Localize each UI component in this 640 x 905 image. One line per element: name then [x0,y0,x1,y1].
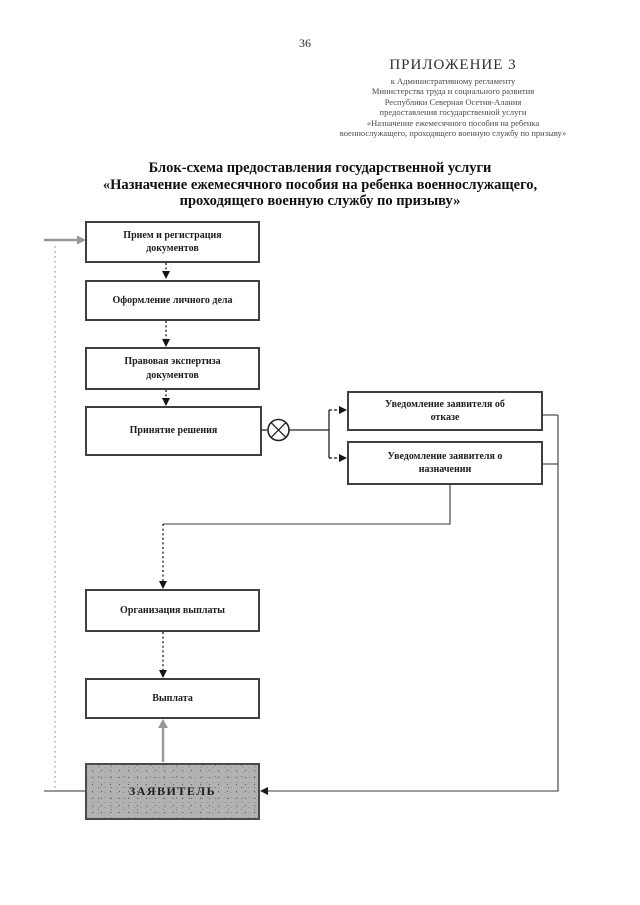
flow-box-payment: Выплата [85,678,260,719]
flow-box-refusal-notice: Уведомление заявителя об отказе [347,391,543,431]
flow-box-applicant: ЗАЯВИТЕЛЬ [85,763,260,820]
arrowhead-legal [162,339,170,347]
appendix-title: ПРИЛОЖЕНИЕ 3 [389,57,517,73]
appendix-line: военнослужащего, проходящего военную слу… [339,128,567,139]
arrowhead-payment [159,670,167,678]
flow-box-personal-file: Оформление личного дела [85,280,260,321]
connector-junction-split [289,410,330,458]
flowchart-title: Блок-схема предоставления государственно… [102,160,538,209]
flow-box-appointment-notice: Уведомление заявителя о назначении [347,441,543,485]
appendix-header: ПРИЛОЖЕНИЕ 3 к Административному регламе… [280,57,626,138]
junction-crossed-circle-icon [267,418,290,442]
arrowhead-decision [162,398,170,406]
arrowhead-personal [162,271,170,279]
connector-appointment-payorg [163,485,451,525]
arrowhead-payorg [159,581,167,589]
arrowhead-appointment [339,454,347,462]
page-number: 36 [299,36,311,50]
arrowhead-refusal [339,406,347,414]
appendix-line: предоставления государственной услуги [379,107,527,118]
arrowhead-into-applicant [260,787,268,795]
flow-box-payment-organization: Организация выплаты [85,589,260,632]
appendix-line: «Назначение ежемесячного пособия на ребе… [366,117,540,128]
arrowhead-up-payment [158,719,168,728]
appendix-line: Республики Северная Осетия-Алания [384,96,522,107]
flow-box-decision: Принятие решения [85,406,262,456]
flow-box-legal-review: Правовая экспертиза документов [85,347,260,390]
flow-box-reception: Прием и регистрация документов [85,221,260,263]
appendix-line: Министерства труда и социального развити… [371,86,535,97]
appendix-line: к Административному регламенту [390,76,516,86]
